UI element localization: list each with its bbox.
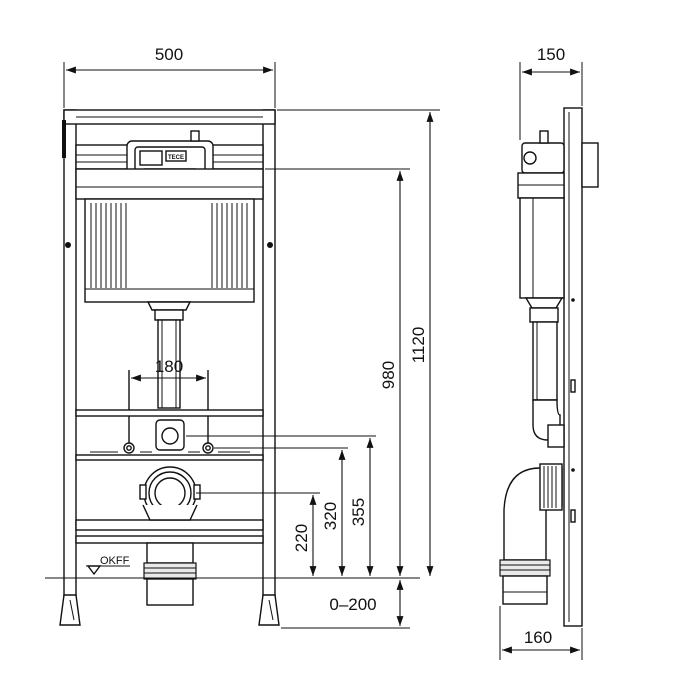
dim-label-220: 220 — [292, 524, 311, 552]
cross-rail-bottom — [75, 535, 264, 544]
side-drain-socket — [499, 559, 551, 577]
dim-height-320: 320 — [321, 450, 346, 576]
side-view — [499, 107, 599, 627]
dim-label-180: 180 — [155, 357, 183, 376]
flush-pipe — [157, 319, 181, 409]
dim-label-355: 355 — [349, 498, 368, 526]
cross-rail-middle — [75, 454, 264, 461]
floor-level-marker: OKFF — [45, 555, 420, 579]
drain-socket — [143, 562, 197, 580]
front-view: TECE — [59, 109, 280, 626]
dim-adjust-0-200: 0–200 — [329, 580, 404, 626]
dim-label-980: 980 — [379, 361, 398, 389]
dim-label-150: 150 — [537, 45, 565, 64]
dim-height-980: 980 — [379, 171, 404, 576]
cistern-ribs-right — [211, 203, 248, 288]
foot-right — [258, 594, 280, 626]
dim-height-355: 355 — [349, 438, 374, 576]
dim-height-220: 220 — [292, 495, 317, 576]
dim-label-160: 160 — [524, 628, 552, 647]
dim-width-500: 500 — [63, 45, 276, 108]
frame-left-post — [63, 109, 77, 611]
cross-rail-lower — [75, 519, 264, 531]
dim-label-500: 500 — [155, 45, 183, 64]
dim-label-0-200: 0–200 — [329, 595, 376, 614]
side-wall-bracket — [581, 142, 599, 188]
cistern-valve-cap — [190, 130, 200, 142]
side-cistern-body — [519, 197, 565, 299]
dim-label-320: 320 — [321, 502, 340, 530]
floor-level-label: OKFF — [100, 555, 130, 567]
foot-left — [59, 594, 81, 626]
cistern-ribs-left — [90, 203, 127, 288]
side-frame-post — [563, 107, 583, 627]
cross-rail-upper — [75, 409, 264, 417]
dim-height-1120: 1120 — [409, 112, 434, 576]
dim-depth-160: 160 — [499, 606, 583, 660]
cistern-body — [84, 198, 255, 303]
dim-spacing-180: 180 — [131, 357, 206, 382]
dim-depth-150: 150 — [519, 45, 583, 140]
brand-logo-text: TECE — [168, 155, 184, 161]
dim-label-1120: 1120 — [409, 327, 428, 364]
frame-right-post — [262, 109, 276, 611]
